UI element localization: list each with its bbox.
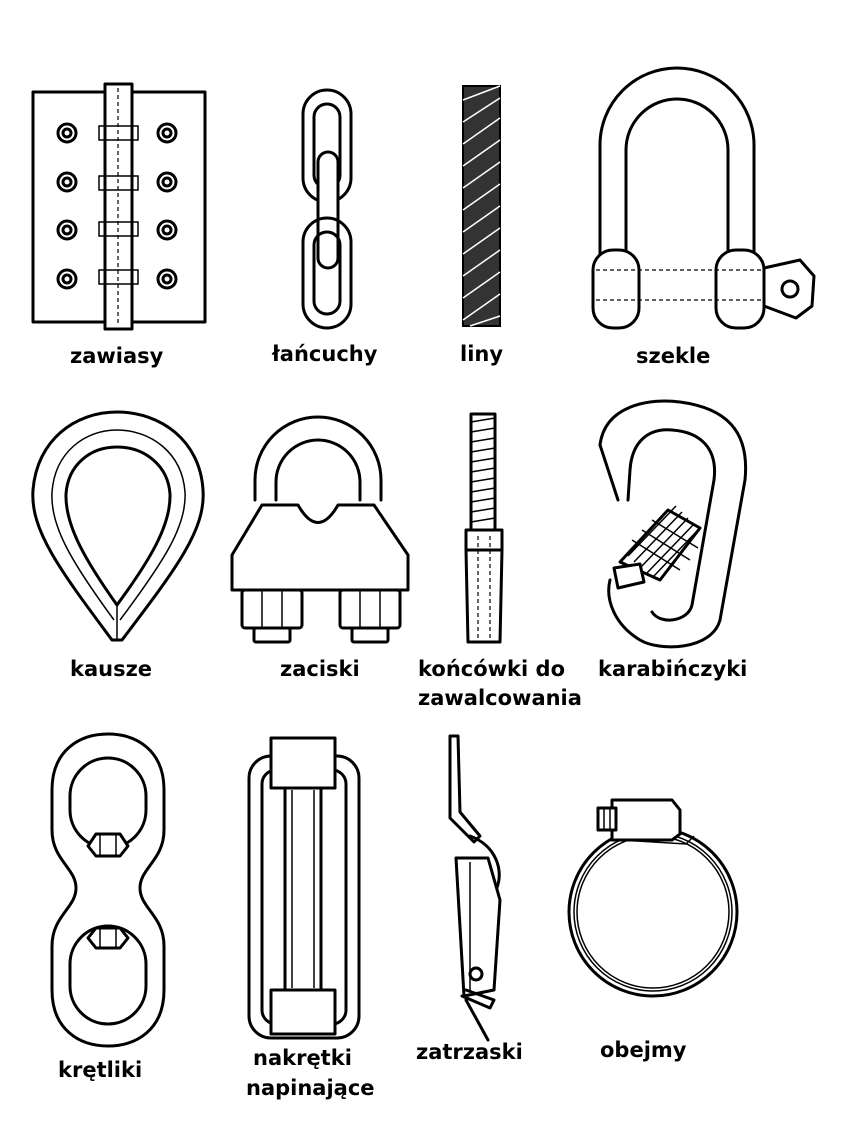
- item-label: kausze: [70, 657, 153, 681]
- item-label: zaciski: [280, 657, 360, 681]
- item-label: zawiasy: [70, 344, 164, 368]
- item-label: obejmy: [600, 1038, 687, 1062]
- item-label: łańcuchy: [272, 342, 378, 366]
- item-label-line1: nakrętki: [253, 1046, 352, 1070]
- item-label-line2: zawalcowania: [418, 686, 582, 710]
- item-label: szekle: [636, 344, 711, 368]
- item-label: karabińczyki: [598, 657, 748, 681]
- item-label: zatrzaski: [416, 1040, 523, 1064]
- item-label: krętliki: [58, 1058, 143, 1082]
- item-label-line2: napinające: [246, 1076, 375, 1100]
- item-label-line1: końcówki do: [418, 657, 565, 681]
- item-label: liny: [460, 342, 504, 366]
